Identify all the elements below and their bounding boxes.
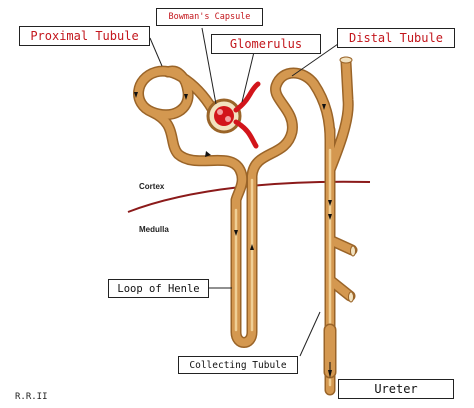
label-proximal-tubule: Proximal Tubule [19,26,150,46]
flow-arrows [134,92,332,378]
label-collecting-tubule: Collecting Tubule [178,356,298,374]
label-loop-of-henle: Loop of Henle [108,279,209,298]
nephron-tubule [133,56,358,396]
label-glomerulus: Glomerulus [211,34,321,54]
region-cortex: Cortex [139,182,165,191]
glomerulus-structure [214,81,261,149]
label-bowmans-capsule: Bowman's Capsule [156,8,263,26]
label-ureter: Ureter [338,379,454,399]
pointer-lines [149,27,339,357]
credit-text: R.R.II [15,392,48,402]
region-medulla: Medulla [139,225,169,234]
label-distal-tubule: Distal Tubule [337,28,455,48]
